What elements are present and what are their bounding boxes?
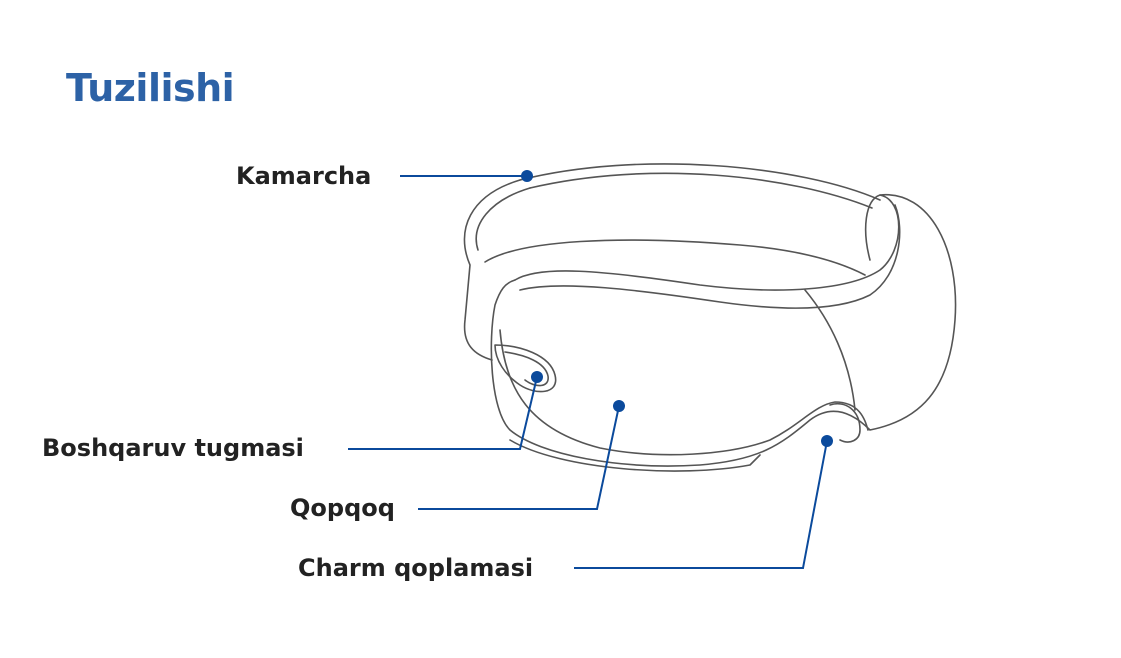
label-leather-cover: Charm qoplamasi [298,554,534,582]
page-title: Tuzilishi [66,66,235,110]
leader-lines [348,175,828,569]
marker-dot-leather-cover [821,435,833,447]
label-control-button: Boshqaruv tugmasi [42,434,304,462]
leader-line-control-button [348,376,538,450]
mask-outline [463,163,957,472]
label-cover: Qopqoq [290,494,395,522]
leader-line-cover [418,405,620,510]
marker-dot-control-button [531,371,543,383]
marker-dot-cover [613,400,625,412]
label-strap: Kamarcha [236,162,372,190]
leader-line-leather-cover [574,440,828,569]
marker-dot-strap [521,170,533,182]
